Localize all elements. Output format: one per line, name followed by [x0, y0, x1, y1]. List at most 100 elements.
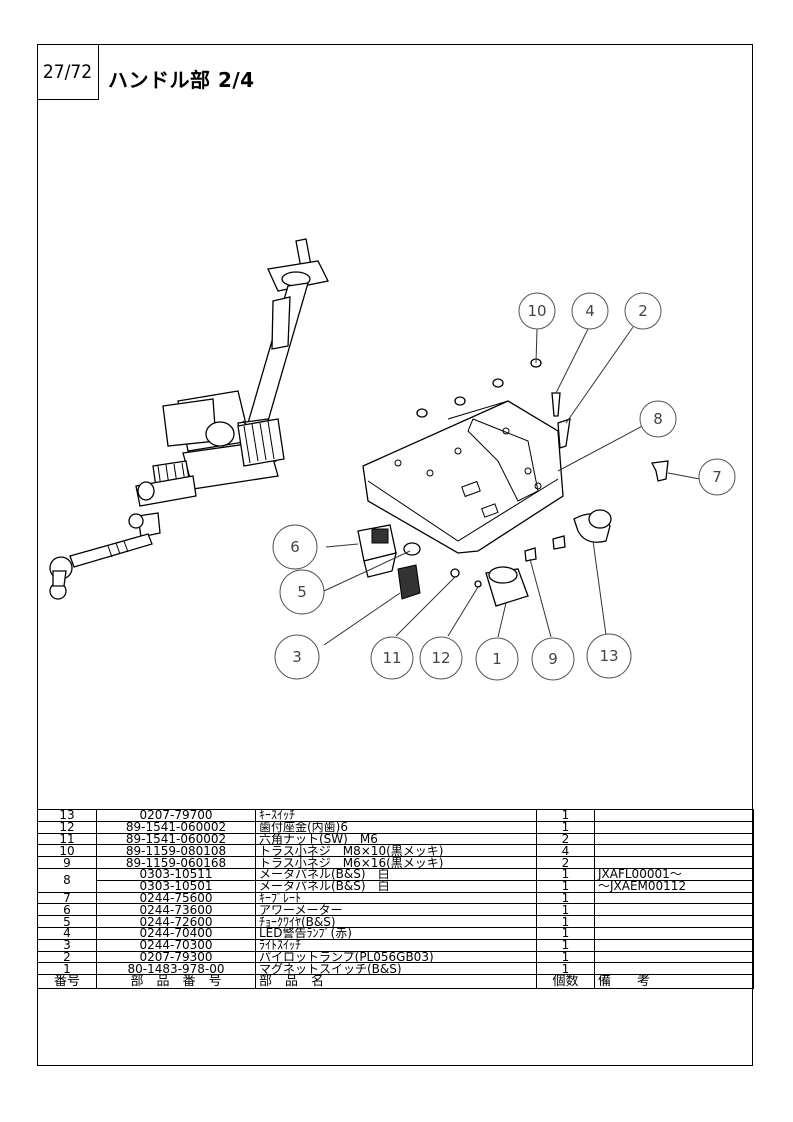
row-number-cell: 4 [37, 926, 97, 940]
callout-13: 13 [586, 633, 632, 679]
quantity-cell: 1 [536, 938, 595, 952]
part-number-cell: 0303-10501 [96, 879, 256, 893]
remarks-cell [594, 938, 754, 952]
header-qty: 個数 [536, 974, 595, 990]
remarks-cell [594, 844, 754, 858]
key-switch-drawing [573, 509, 612, 543]
remarks-cell [594, 950, 754, 964]
page-frame [37, 44, 753, 1066]
row-number-cell: 13 [37, 809, 97, 822]
part-number-cell: 80-1483-978-00 [96, 962, 256, 976]
remarks-cell [594, 891, 754, 905]
remarks-cell [594, 809, 754, 822]
quantity-cell: 1 [536, 962, 595, 976]
svg-text:6: 6 [290, 538, 300, 556]
part-name-cell: アワーメーター [255, 903, 537, 917]
callout-9: 9 [531, 637, 575, 681]
part-number-cell: 0207-79300 [96, 950, 256, 964]
remarks-cell [594, 832, 754, 846]
quantity-cell: 1 [536, 915, 595, 928]
svg-text:5: 5 [297, 583, 307, 601]
row-number-cell: 8 [37, 867, 97, 893]
row-number-cell: 11 [37, 832, 97, 846]
page-title: ハンドル部 2/4 [108, 68, 255, 92]
quantity-cell: 2 [536, 856, 595, 869]
part-name-cell: トラス小ネジ M8×10(黒メッキ) [255, 844, 537, 858]
svg-text:1: 1 [492, 650, 502, 668]
quantity-cell: 1 [536, 879, 595, 893]
row-number-cell: 6 [37, 903, 97, 917]
table-header-row: 番号部 品 番 号部 品 名個数備 考 [37, 974, 754, 990]
header-part-no: 部 品 番 号 [96, 974, 256, 990]
part-number-cell: 0244-70400 [96, 926, 256, 940]
page-number: 27/72 [37, 44, 99, 100]
truss-screw-m6-drawing-2 [552, 535, 566, 550]
quantity-cell: 1 [536, 926, 595, 940]
part-name-cell: パイロットランプ(PL056GB03) [255, 950, 537, 964]
remarks-cell: ～JXAEM00112 [594, 879, 754, 893]
quantity-cell: 2 [536, 832, 595, 846]
header-remarks: 備 考 [594, 974, 754, 990]
hex-nut-drawing [450, 568, 460, 578]
svg-text:12: 12 [431, 649, 450, 667]
part-name-cell: ﾗｲﾄｽｲｯﾁ [255, 938, 537, 952]
magnetic-switch-drawing [485, 566, 529, 607]
truss-screws-m8-drawing [416, 358, 542, 418]
meter-panel-drawing [362, 400, 564, 554]
part-number-cell: 0244-75600 [96, 891, 256, 905]
row-number-cell: 12 [37, 820, 97, 834]
svg-text:3: 3 [292, 648, 302, 666]
truss-screw-m6-drawing [524, 547, 537, 562]
callout-3: 3 [274, 634, 320, 680]
toothed-washer-drawing [474, 580, 482, 588]
header-no: 番号 [37, 974, 97, 990]
remarks-cell [594, 962, 754, 976]
pilot-lamp-drawing [557, 418, 571, 449]
row-number-cell: 2 [37, 950, 97, 964]
callout-6: 6 [272, 524, 318, 570]
part-name-cell: トラス小ネジ M6×16(黒メッキ) [255, 856, 537, 869]
quantity-cell: 1 [536, 891, 595, 905]
svg-text:10: 10 [527, 302, 546, 320]
header-name: 部 品 名 [255, 974, 537, 990]
part-number-cell: 89-1159-060168 [96, 856, 256, 869]
key-plate-drawing [651, 460, 669, 482]
part-number-cell: 89-1541-060002 [96, 832, 256, 846]
exploded-parts-diagram: 10 4 2 8 7 6 5 3 11 12 1 9 13 [49, 238, 736, 681]
row-number-cell: 7 [37, 891, 97, 905]
light-switch-drawing [397, 564, 421, 600]
remarks-cell [594, 926, 754, 940]
quantity-cell: 4 [536, 844, 595, 858]
quantity-cell: 1 [536, 867, 595, 881]
quantity-cell: 1 [536, 820, 595, 834]
part-name-cell: 歯付座金(内歯)6 [255, 820, 537, 834]
svg-text:8: 8 [653, 410, 663, 428]
part-number-cell: 0303-10511 [96, 867, 256, 881]
callout-1: 1 [475, 637, 519, 681]
quantity-cell: 1 [536, 903, 595, 917]
quantity-cell: 1 [536, 950, 595, 964]
part-name-cell: ｷｰｽｲｯﾁ [255, 809, 537, 822]
callout-5: 5 [279, 569, 325, 615]
part-name-cell: 六角ナット(SW) M6 [255, 832, 537, 846]
row-number-cell: 5 [37, 915, 97, 928]
part-name-cell: マグネットスイッチ(B&S) [255, 962, 537, 976]
led-lamp-drawing [551, 392, 561, 417]
callout-12: 12 [419, 636, 463, 680]
svg-text:13: 13 [599, 647, 618, 665]
svg-text:11: 11 [382, 649, 401, 667]
svg-text:7: 7 [712, 468, 722, 486]
part-number-cell: 0207-79700 [96, 809, 256, 822]
part-name-cell: メータパネル(B&S) 白 [255, 867, 537, 881]
